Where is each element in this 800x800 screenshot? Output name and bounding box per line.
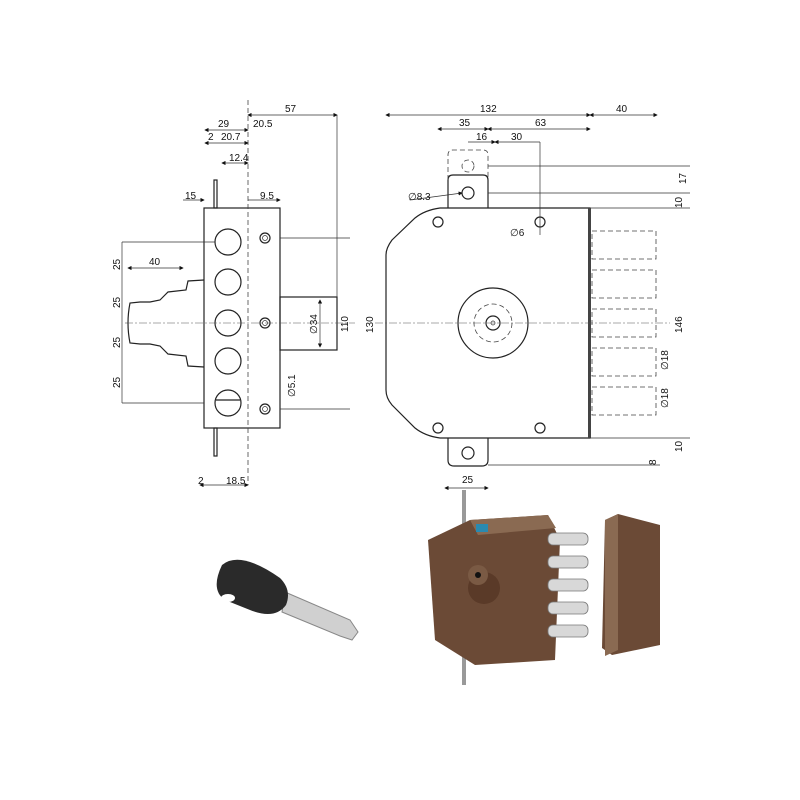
side-plate-bottom	[213, 427, 218, 457]
dim-10-top: 10	[674, 196, 685, 208]
dim-57: 57	[285, 104, 297, 115]
keyhole	[485, 315, 501, 331]
top-tab	[447, 174, 489, 208]
dim-18-a: ∅18	[660, 350, 671, 370]
dim-25-a: 25	[112, 258, 123, 270]
cylinder-rosette	[457, 287, 529, 359]
dim-146: 146	[674, 316, 685, 333]
dim-63: 63	[535, 118, 547, 129]
dim-8-3: ∅8.3	[408, 192, 431, 203]
bottom-tab	[447, 438, 489, 467]
dim-130: 130	[365, 316, 376, 333]
dim-132: 132	[480, 104, 497, 115]
dim-9-5: 9.5	[260, 191, 274, 202]
dim-40: 40	[149, 257, 161, 268]
dim-25-b: 25	[112, 296, 123, 308]
dim-10-bottom: 10	[674, 440, 685, 452]
front-screws	[432, 216, 546, 434]
dim-12-4: 12.4	[229, 153, 249, 164]
dim-20-5: 20.5	[253, 119, 273, 130]
bolts-photo	[547, 532, 589, 638]
dim-110: 110	[340, 316, 351, 332]
bolt-holes	[214, 228, 242, 417]
bolts	[591, 230, 657, 416]
dim-25-c: 25	[112, 336, 123, 348]
side-plate-top	[213, 179, 218, 209]
side-screws	[259, 232, 271, 415]
cylinder-knob	[127, 279, 205, 368]
dim-34: ∅34	[309, 314, 320, 334]
dim-5-1: ∅5.1	[287, 374, 298, 397]
dim-8: 8	[648, 459, 659, 465]
key-head	[216, 559, 288, 614]
lock-product-illustration	[428, 490, 660, 685]
dim-25: 25	[462, 475, 474, 486]
dim-18-b: ∅18	[660, 388, 671, 408]
deadbolt	[279, 296, 338, 351]
dim-6: ∅6	[510, 228, 525, 239]
dim-15: 15	[185, 191, 197, 202]
side-view: 57 29 20.5 2 20.7 12.4 15 9.5 40 25 25 2…	[112, 100, 376, 488]
dim-30: 30	[511, 132, 523, 143]
dim-35: 35	[459, 118, 471, 129]
dim-20-7: 20.7	[221, 132, 241, 143]
dim-18-5: 18.5	[226, 476, 246, 487]
dim-29: 29	[218, 119, 230, 130]
dim-17: 17	[678, 172, 689, 184]
dim-16: 16	[476, 132, 488, 143]
dim-2-top: 2	[208, 132, 214, 143]
dim-2-bottom: 2	[198, 476, 204, 487]
front-view: 132 40 35 63 16 30 ∅8.3 ∅6 17 10 146 ∅18…	[375, 104, 690, 491]
dim-40: 40	[616, 104, 628, 115]
dim-25-d: 25	[112, 376, 123, 388]
lock-case	[385, 207, 591, 439]
key-blade	[281, 591, 359, 641]
key-illustration	[216, 559, 359, 641]
